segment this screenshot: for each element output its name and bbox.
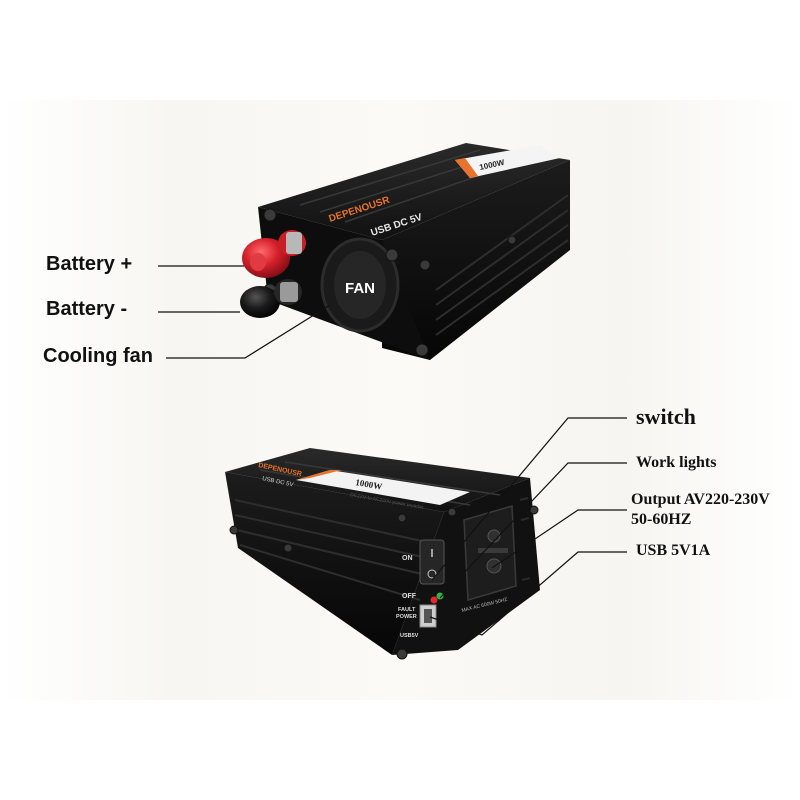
switch-off-text: OFF (402, 593, 417, 600)
fault-text: FAULT (398, 607, 416, 613)
fan-text: FAN (345, 280, 375, 297)
bottom-white-band (0, 700, 800, 800)
power-text: POWER (396, 614, 417, 620)
label-switch: switch (636, 404, 696, 429)
battery-plus-terminal (242, 230, 306, 278)
switch-on-text: ON (402, 555, 413, 562)
label-usb: USB 5V1A (636, 542, 711, 559)
battery-minus-terminal (240, 279, 302, 318)
label-battery-plus: Battery + (46, 253, 133, 275)
cooling-fan: FAN (320, 237, 400, 333)
work-light (436, 592, 444, 600)
top-inverter-unit: 1000W DEPENOUSR USB DC 5V FAN (158, 143, 570, 360)
fault-light (430, 596, 438, 604)
label-output-line2: 50-60HZ (631, 511, 692, 528)
top-leader-lines (158, 265, 331, 359)
label-work-lights: Work lights (636, 454, 717, 471)
bottom-plate-title: 1000W (355, 477, 383, 492)
label-output-line1: Output AV220-230V (631, 491, 770, 508)
usb-port: USB5V (400, 604, 437, 639)
usb-port-text: USB5V (400, 633, 419, 639)
label-battery-minus: Battery - (46, 298, 128, 320)
label-cooling-fan: Cooling fan (43, 345, 153, 367)
bottom-leader-lines (429, 417, 627, 636)
bottom-inverter-unit: 1000W DC12V to AC220V power inverter DEP… (225, 417, 627, 660)
top-white-band (0, 0, 800, 100)
